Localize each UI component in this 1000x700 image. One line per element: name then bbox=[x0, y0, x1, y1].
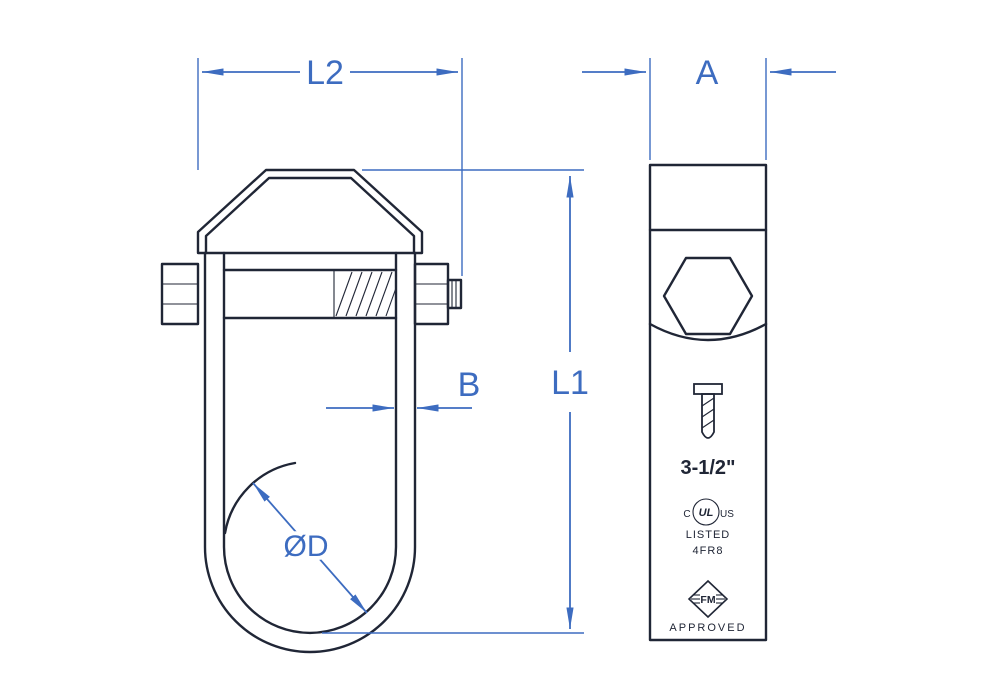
bolt-end bbox=[446, 278, 463, 310]
ul-listed-text: LISTED bbox=[686, 529, 731, 541]
dim-b: B bbox=[326, 362, 484, 412]
dim-l2: L2 bbox=[197, 50, 463, 276]
side-view: 3-1/2" C UL US LISTED 4FR8 FM APPROVED bbox=[648, 163, 768, 642]
fm-logo-text: FM bbox=[700, 594, 715, 606]
pipe-arc bbox=[223, 461, 297, 535]
screw-icon bbox=[693, 383, 723, 439]
dimensions: L2 A L1 B ØD bbox=[197, 50, 836, 634]
cross-bolt bbox=[222, 268, 463, 320]
b-label: B bbox=[458, 366, 481, 404]
dim-l1: L1 bbox=[322, 169, 593, 634]
side-body bbox=[648, 163, 768, 642]
bolt-thread-hatch bbox=[335, 271, 397, 317]
yoke-inner-outline bbox=[204, 176, 416, 255]
right-nut bbox=[413, 262, 450, 326]
ul-monogram-text: UL bbox=[699, 507, 714, 519]
l2-label: L2 bbox=[306, 54, 344, 92]
right-nut-body bbox=[413, 262, 450, 326]
u-strap-inner bbox=[222, 251, 398, 635]
yoke-outline bbox=[196, 168, 424, 255]
ul-mark: C UL US LISTED 4FR8 bbox=[683, 498, 734, 557]
screw-thread bbox=[701, 419, 715, 429]
diameter-arrow bbox=[252, 482, 368, 614]
front-view bbox=[160, 168, 463, 654]
left-nut-body bbox=[160, 262, 200, 326]
screw-head bbox=[693, 383, 723, 395]
bolt-head-hex bbox=[662, 256, 754, 336]
fm-approved-text: APPROVED bbox=[669, 622, 746, 634]
fm-diamond bbox=[687, 579, 729, 619]
left-nut bbox=[160, 262, 200, 326]
ul-us-text: US bbox=[720, 509, 734, 520]
screw-thread bbox=[701, 397, 715, 407]
a-label: A bbox=[696, 54, 719, 92]
dim-diameter: ØD bbox=[252, 482, 368, 614]
screw-shank bbox=[701, 393, 715, 439]
diameter-label: ØD bbox=[284, 530, 329, 563]
l1-label: L1 bbox=[551, 364, 589, 402]
pipe-size-label: 3-1/2" bbox=[680, 457, 735, 479]
u-strap-outer bbox=[203, 251, 417, 654]
screw-thread bbox=[701, 408, 715, 418]
strap-wrap-arc bbox=[648, 322, 768, 342]
fm-mark: FM APPROVED bbox=[669, 579, 746, 634]
dim-a: A bbox=[582, 50, 836, 160]
ul-c-text: C bbox=[683, 509, 690, 520]
ul-file-number: 4FR8 bbox=[693, 545, 724, 557]
ul-circle bbox=[692, 498, 720, 526]
